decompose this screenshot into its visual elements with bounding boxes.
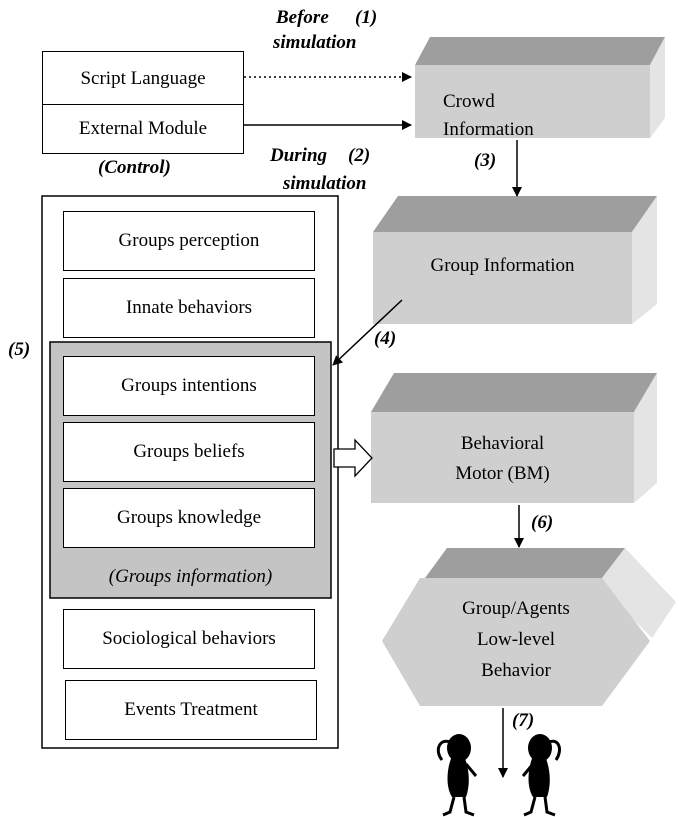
external-module-box: External Module [42, 104, 244, 154]
agent-figure-left [436, 734, 478, 817]
innate-behaviors-label: Innate behaviors [125, 297, 253, 318]
innate-behaviors-box: Innate behaviors [63, 278, 315, 338]
groups-knowledge-label: Groups knowledge [116, 507, 262, 528]
hollow-arrow-to-bm [333, 438, 373, 478]
control-caption: (Control) [98, 157, 171, 178]
events-treatment-label: Events Treatment [124, 699, 258, 720]
lowlevel-line1: Group/Agents [462, 598, 570, 619]
before-simulation-label: simulation [273, 32, 357, 53]
groups-intentions-box: Groups intentions [63, 356, 315, 416]
groups-intentions-label: Groups intentions [121, 375, 257, 396]
step-5-label: (5) [8, 339, 31, 360]
agent-figure-right [521, 734, 561, 817]
group-info-label: Group Information [430, 255, 575, 276]
step-6-label: (6) [531, 512, 554, 533]
lowlevel-line2: Low-level [476, 629, 556, 650]
script-language-box: Script Language [42, 51, 244, 106]
lowlevel-line3: Behavior [481, 660, 551, 681]
groups-beliefs-label: Groups beliefs [133, 441, 245, 462]
sociological-behaviors-box: Sociological behaviors [63, 609, 315, 669]
groups-perception-box: Groups perception [63, 211, 315, 271]
before-step-label: (1) [355, 7, 378, 28]
before-word: Before [276, 7, 329, 28]
sociological-behaviors-label: Sociological behaviors [102, 628, 276, 649]
bm-line1: Behavioral [460, 433, 545, 454]
crowd-info-line2: Information [443, 119, 534, 138]
during-simulation-label: simulation [283, 173, 367, 194]
during-word: During [270, 145, 328, 166]
groups-beliefs-box: Groups beliefs [63, 422, 315, 482]
step-4-label: (4) [374, 328, 397, 349]
during-step-label: (2) [348, 145, 371, 166]
crowd-info-text-clip: Crowd Information [415, 65, 650, 138]
lowlevel-behavior-block [382, 548, 676, 706]
crowd-info-line1: Crowd [443, 91, 495, 112]
crowd-info-block [415, 37, 665, 138]
bm-line2: Motor (BM) [455, 463, 550, 484]
groups-knowledge-box: Groups knowledge [63, 488, 315, 548]
external-module-label: External Module [78, 118, 208, 139]
groups-information-caption: (Groups information) [108, 566, 273, 587]
arrow-group-to-module [332, 299, 403, 366]
group-info-block [373, 196, 657, 324]
script-language-label: Script Language [80, 67, 206, 89]
events-treatment-box: Events Treatment [65, 680, 317, 740]
step-7-label: (7) [512, 710, 535, 731]
groups-perception-label: Groups perception [118, 230, 260, 251]
behavioral-motor-block [371, 373, 657, 503]
step-3-label: (3) [474, 150, 497, 171]
